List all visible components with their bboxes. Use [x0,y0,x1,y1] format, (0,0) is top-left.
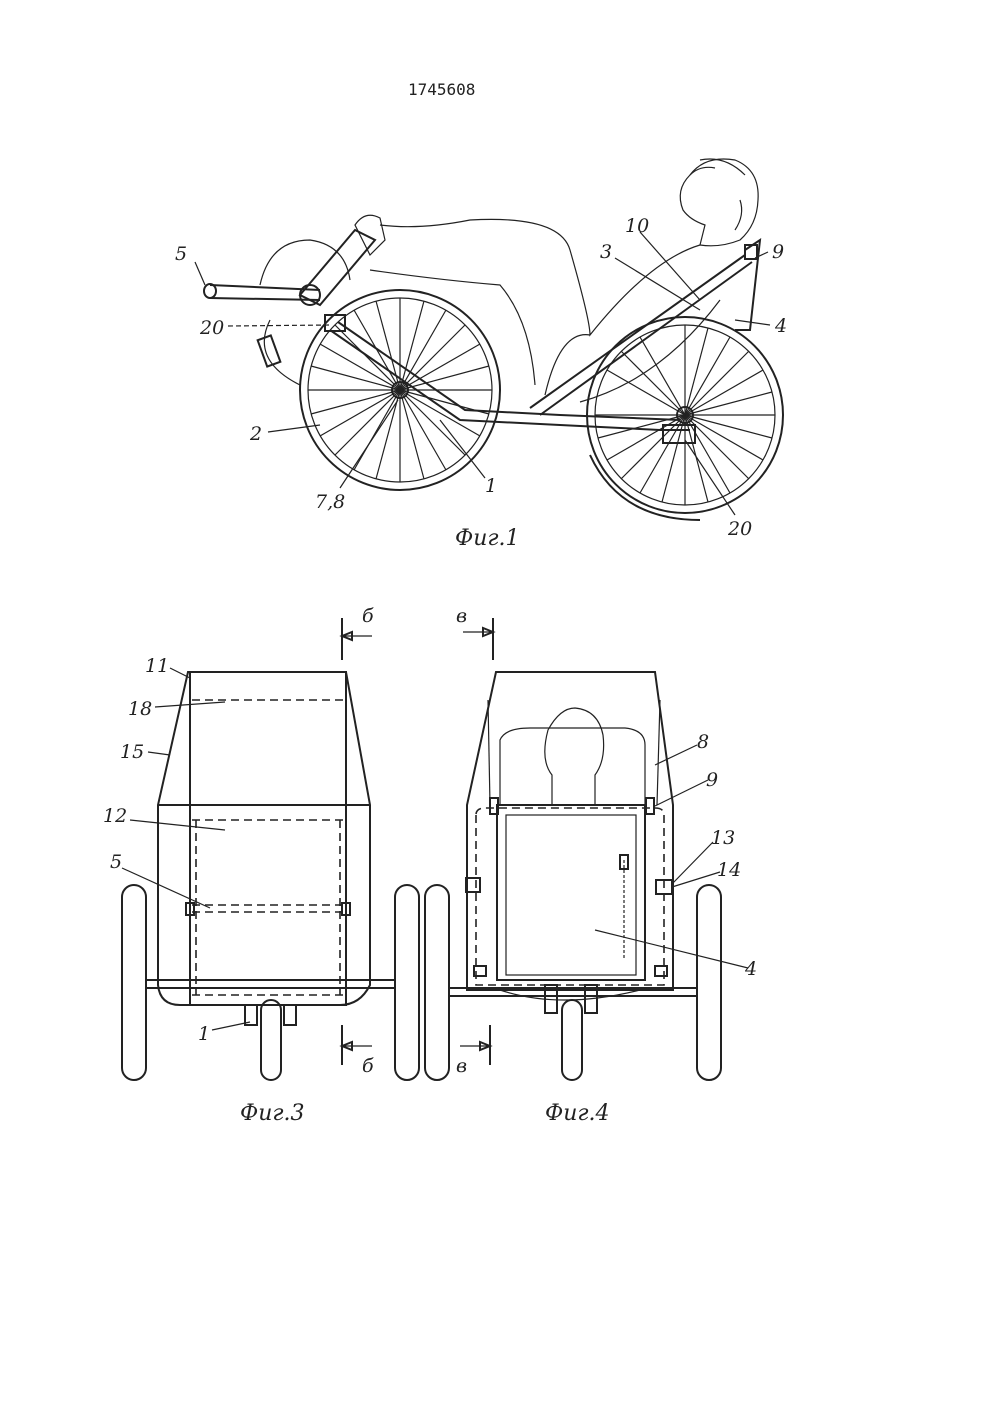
fig3-label-11: 11 [145,655,169,677]
fig1-caption: Фиг.1 [455,526,520,551]
fig4-label-8: 8 [697,731,709,753]
figure-1-side-view: 5 20 2 7,8 1 10 3 9 4 20 Фиг.1 [175,158,787,551]
front-lamp [256,334,282,368]
front-clamp [324,314,346,332]
right-wheel [394,884,420,1081]
fig4-left-wheel [424,884,450,1081]
fig4-caption: Фиг.4 [545,1101,610,1126]
fig4-seat-panel [496,804,646,981]
front-wheel-spokes [308,298,492,482]
main-frame [329,329,690,431]
fig1-label-3: 3 [600,241,612,263]
fig4-section-mark-top: в [456,605,467,627]
left-wheel [121,884,147,1081]
fig3-label-15: 15 [120,741,144,763]
fig3-section-mark-top: б [362,605,374,627]
fig3-label-5: 5 [110,851,122,873]
front-fairing [259,239,351,286]
figure-3-cover-view: б б 11 18 15 12 5 1 Фиг.3 [103,605,420,1126]
fig3-caption: Фиг.3 [240,1101,305,1126]
fig1-label-2: 2 [249,423,262,445]
fig4-section-mark-bottom: в [456,1055,467,1077]
fig3-label-1: 1 [198,1023,210,1045]
center-wheel [260,999,282,1081]
fig1-label-7-8: 7,8 [315,491,345,513]
fig3-label-18: 18 [128,698,152,720]
fig1-label-9: 9 [772,241,784,263]
rider-head [679,158,759,247]
fig4-rider-head [544,707,605,805]
fig1-label-4: 4 [774,315,787,337]
cover-panel [189,671,347,1006]
fig4-seat-back [499,727,646,805]
seat-tube [529,254,746,409]
handlebar [209,284,321,291]
rider-body [379,218,701,337]
rider-foot [354,214,386,257]
fig1-label-1: 1 [485,475,497,497]
figure-4-rear-view: в в 8 9 13 14 4 Фиг.4 [424,605,757,1126]
fig3-label-12: 12 [103,805,127,827]
rear-wheel [586,316,784,514]
fig4-center-wheel [561,999,583,1081]
fig1-label-5: 5 [175,243,187,265]
rear-dropout-block [662,424,696,444]
rear-wheel-spokes [595,325,775,505]
fig4-cover-outline [466,671,674,991]
fig4-right-wheel [696,884,722,1081]
fig1-label-20-rear: 20 [727,518,752,540]
fig4-label-9: 9 [706,769,718,791]
rear-fender [589,454,701,521]
fig1-label-20-front: 20 [199,317,224,339]
fig4-label-14: 14 [717,859,741,881]
fig4-label-4: 4 [744,958,757,980]
front-wheel [299,289,501,491]
fig1-label-10: 10 [625,215,649,237]
fig4-label-13: 13 [711,827,735,849]
fig3-section-mark-bottom: б [362,1055,374,1077]
seat-clamp [744,244,758,260]
patent-number: 1745608 [408,80,475,99]
